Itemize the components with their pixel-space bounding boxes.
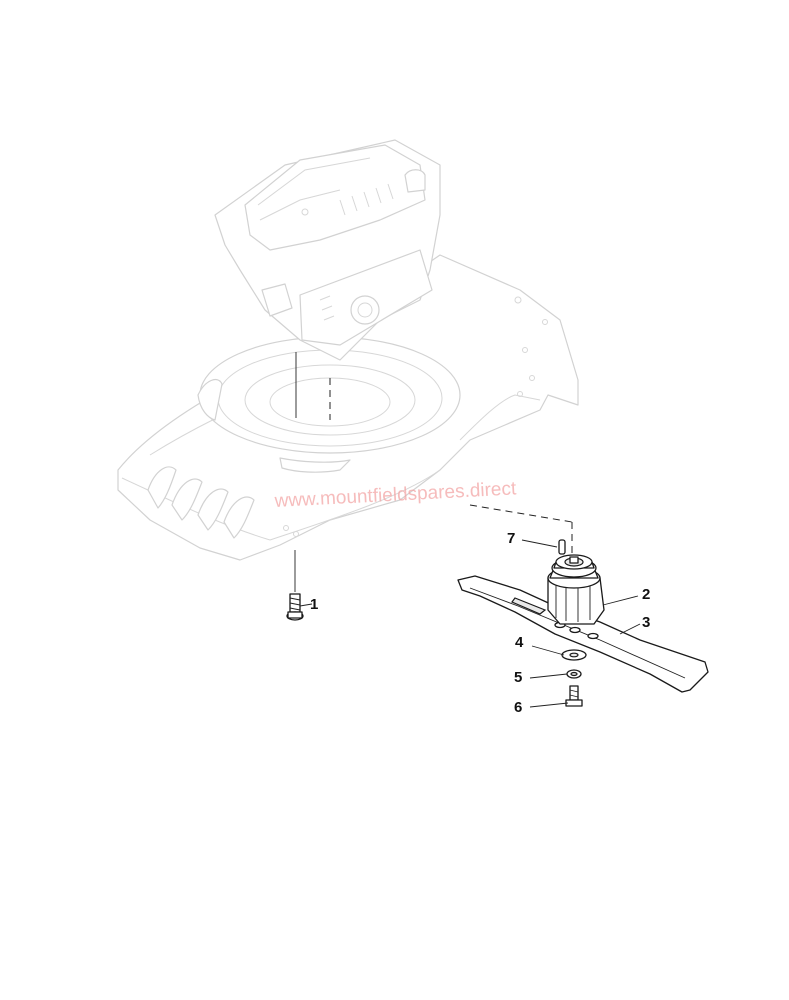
- callout-7: 7: [507, 530, 515, 547]
- leader-lines: [299, 539, 641, 708]
- engine-ghost: [214, 139, 441, 361]
- callout-4: 4: [515, 634, 524, 651]
- part-1-bolt[interactable]: [286, 593, 304, 621]
- callout-labels: 1 2 3 4 5 6 7: [310, 530, 650, 716]
- part-7-key[interactable]: [558, 539, 566, 555]
- callout-2: 2: [642, 586, 650, 603]
- part-6-bolt[interactable]: [565, 685, 583, 707]
- callout-6: 6: [514, 699, 522, 716]
- callout-3: 3: [642, 614, 650, 631]
- callout-5: 5: [514, 669, 522, 686]
- part-2-blade-adapter[interactable]: [547, 554, 605, 625]
- callout-1: 1: [310, 596, 318, 613]
- part-5-spring-washer[interactable]: [566, 669, 582, 679]
- assembly-lines: [294, 352, 573, 592]
- part-3-blade[interactable]: [457, 575, 709, 693]
- part-4-washer[interactable]: [561, 649, 587, 661]
